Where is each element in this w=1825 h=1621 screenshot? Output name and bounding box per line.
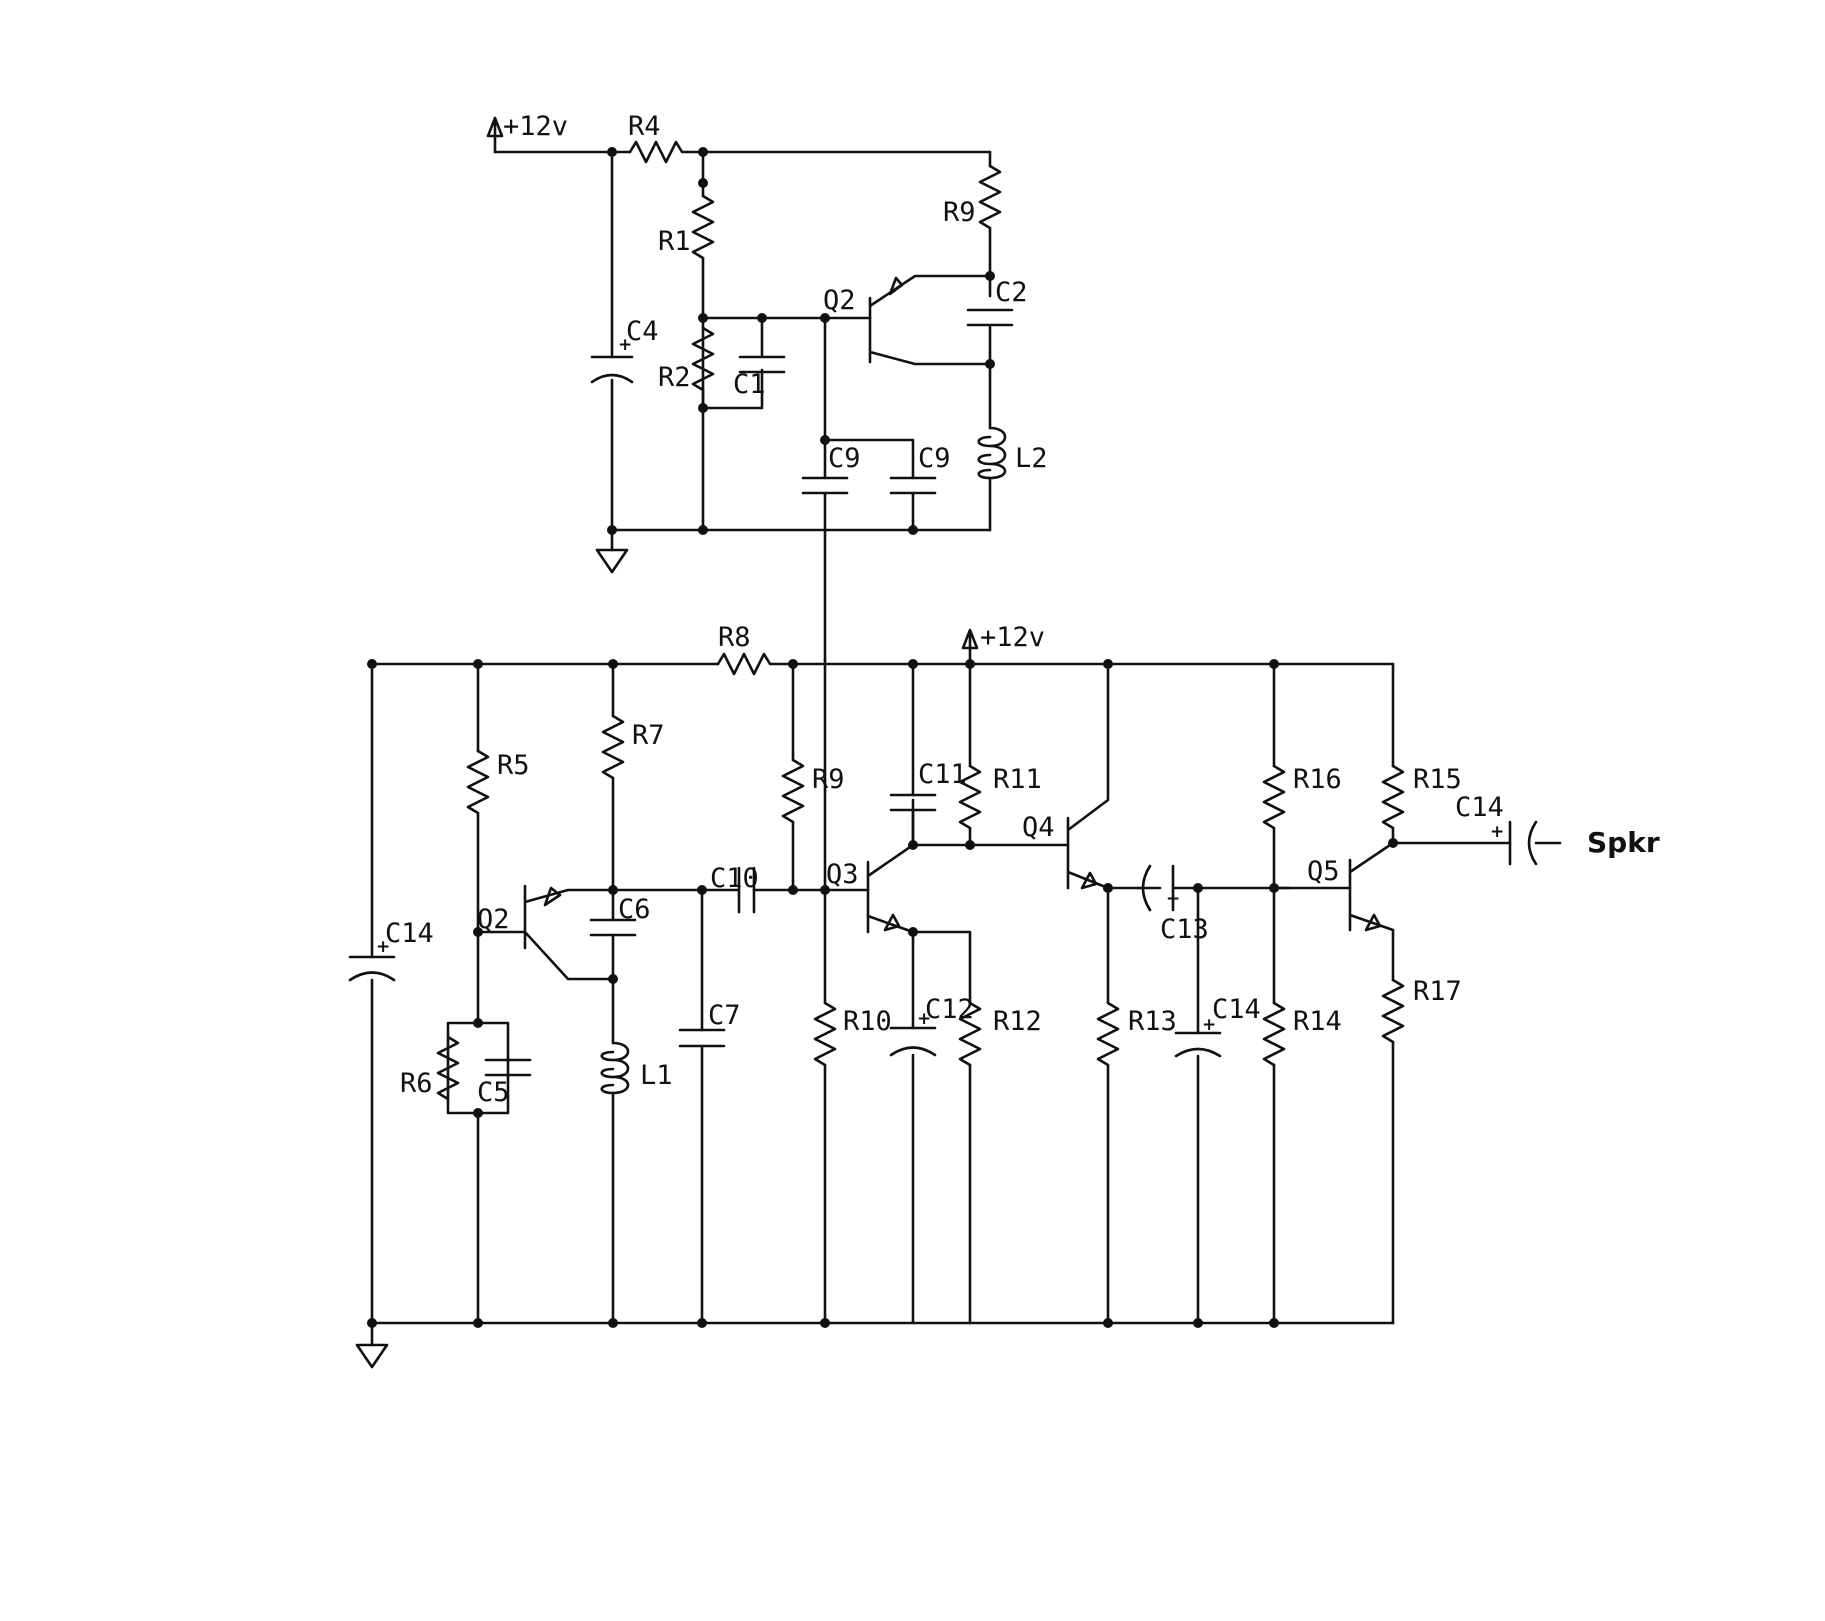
- label-c5: C5: [477, 1077, 510, 1108]
- c9a-capacitor: [801, 476, 849, 495]
- label-r13: R13: [1128, 1006, 1177, 1037]
- label-c9b: C9: [918, 443, 951, 474]
- c11-capacitor: [889, 793, 937, 812]
- label-r11: R11: [993, 764, 1042, 795]
- label-r15: R15: [1413, 764, 1462, 795]
- label-l1: L1: [640, 1060, 673, 1091]
- c14-mid-capacitor: [1174, 1031, 1222, 1058]
- label-c12: C12: [925, 994, 974, 1025]
- label-r2: R2: [658, 362, 691, 393]
- r11-resistor: [958, 764, 982, 830]
- svg-text:+: +: [917, 1009, 931, 1029]
- l1-inductor: [600, 1041, 630, 1095]
- c10-capacitor: [737, 866, 756, 914]
- supply-label-bottom: +12v: [980, 622, 1045, 653]
- label-c14-out: C14: [1455, 792, 1504, 823]
- label-c9a: C9: [828, 443, 861, 474]
- r9-top-resistor: [978, 164, 1002, 230]
- label-l2: L2: [1015, 443, 1048, 474]
- ground-icon-top: [595, 548, 629, 574]
- r9-resistor: [781, 758, 805, 824]
- r17-resistor: [1381, 978, 1405, 1044]
- label-r6: R6: [400, 1068, 433, 1099]
- label-q2-top: Q2: [823, 285, 856, 316]
- label-q4: Q4: [1022, 812, 1055, 843]
- label-r17: R17: [1413, 976, 1462, 1007]
- svg-text:+: +: [1490, 822, 1504, 842]
- label-r10: R10: [843, 1006, 892, 1037]
- c7-capacitor: [678, 1028, 726, 1048]
- ground-icon-bottom: [355, 1343, 389, 1369]
- q5-emitter-arrow: [1364, 913, 1382, 932]
- supply-arrow-icon-top: [486, 116, 504, 154]
- r2-resistor: [691, 326, 715, 410]
- bottom-stage-wiring: [370, 658, 1562, 1347]
- label-q2-bottom: Q2: [477, 904, 510, 935]
- label-c6: C6: [618, 894, 651, 925]
- r4-resistor: [628, 140, 690, 164]
- r1-resistor: [691, 194, 715, 260]
- q4-emitter-arrow: [1080, 871, 1098, 890]
- label-c10: C10: [710, 863, 759, 894]
- label-r4: R4: [628, 111, 661, 142]
- junction-dots: [367, 147, 1398, 1328]
- q3-emitter-arrow: [883, 913, 901, 932]
- r16-resistor: [1262, 764, 1286, 830]
- r10-resistor: [813, 1001, 837, 1067]
- speaker-output-label: Spkr: [1587, 826, 1660, 859]
- c4-capacitor: [590, 355, 634, 384]
- r7-resistor: [601, 714, 625, 780]
- r14-resistor: [1262, 1001, 1286, 1067]
- label-q5: Q5: [1307, 856, 1340, 887]
- svg-text:+: +: [618, 335, 632, 355]
- label-c14-mid: C14: [1212, 994, 1261, 1025]
- r8-resistor: [716, 652, 780, 676]
- label-r5: R5: [497, 750, 530, 781]
- svg-text:+: +: [1166, 889, 1180, 909]
- polarity-marks: + + + + + +: [376, 335, 1504, 1035]
- label-r12: R12: [993, 1006, 1042, 1037]
- label-c7: C7: [708, 1000, 741, 1031]
- c9b-capacitor: [889, 476, 937, 495]
- label-r9-top: R9: [943, 197, 976, 228]
- c1-capacitor: [738, 355, 786, 374]
- c5-capacitor: [484, 1056, 532, 1077]
- label-c2: C2: [995, 277, 1028, 308]
- label-r8: R8: [718, 622, 751, 653]
- l2-inductor: [977, 426, 1007, 480]
- supply-arrow-icon-bottom: [961, 628, 979, 666]
- label-c14-left: C14: [385, 918, 434, 949]
- label-r14: R14: [1293, 1006, 1342, 1037]
- c14-left-capacitor: [348, 955, 396, 982]
- c14-output-capacitor: [1508, 820, 1538, 866]
- top-stage-wiring: [493, 150, 992, 662]
- label-c1: C1: [733, 369, 766, 400]
- supply-label-top: +12v: [503, 111, 568, 142]
- label-r16: R16: [1293, 764, 1342, 795]
- label-c4: C4: [626, 316, 659, 347]
- q2-bottom-emitter-arrow: [543, 886, 562, 907]
- svg-text:+: +: [1202, 1015, 1216, 1035]
- svg-text:+: +: [376, 937, 390, 957]
- c13-capacitor: [1141, 864, 1175, 912]
- label-c11: C11: [918, 759, 967, 790]
- q2-top-emitter-arrow: [888, 276, 904, 296]
- label-q3: Q3: [826, 859, 859, 890]
- r15-resistor: [1381, 764, 1405, 830]
- label-r1: R1: [658, 226, 691, 257]
- r6-resistor: [436, 1035, 460, 1101]
- label-r9: R9: [812, 764, 845, 795]
- r5-resistor: [466, 749, 490, 815]
- label-c13: C13: [1160, 914, 1209, 945]
- c2-capacitor: [966, 308, 1014, 327]
- c6-capacitor: [589, 918, 637, 937]
- r13-resistor: [1096, 1001, 1120, 1067]
- r12-resistor: [958, 1001, 982, 1067]
- c12-capacitor: [889, 1026, 937, 1057]
- label-r7: R7: [632, 720, 665, 751]
